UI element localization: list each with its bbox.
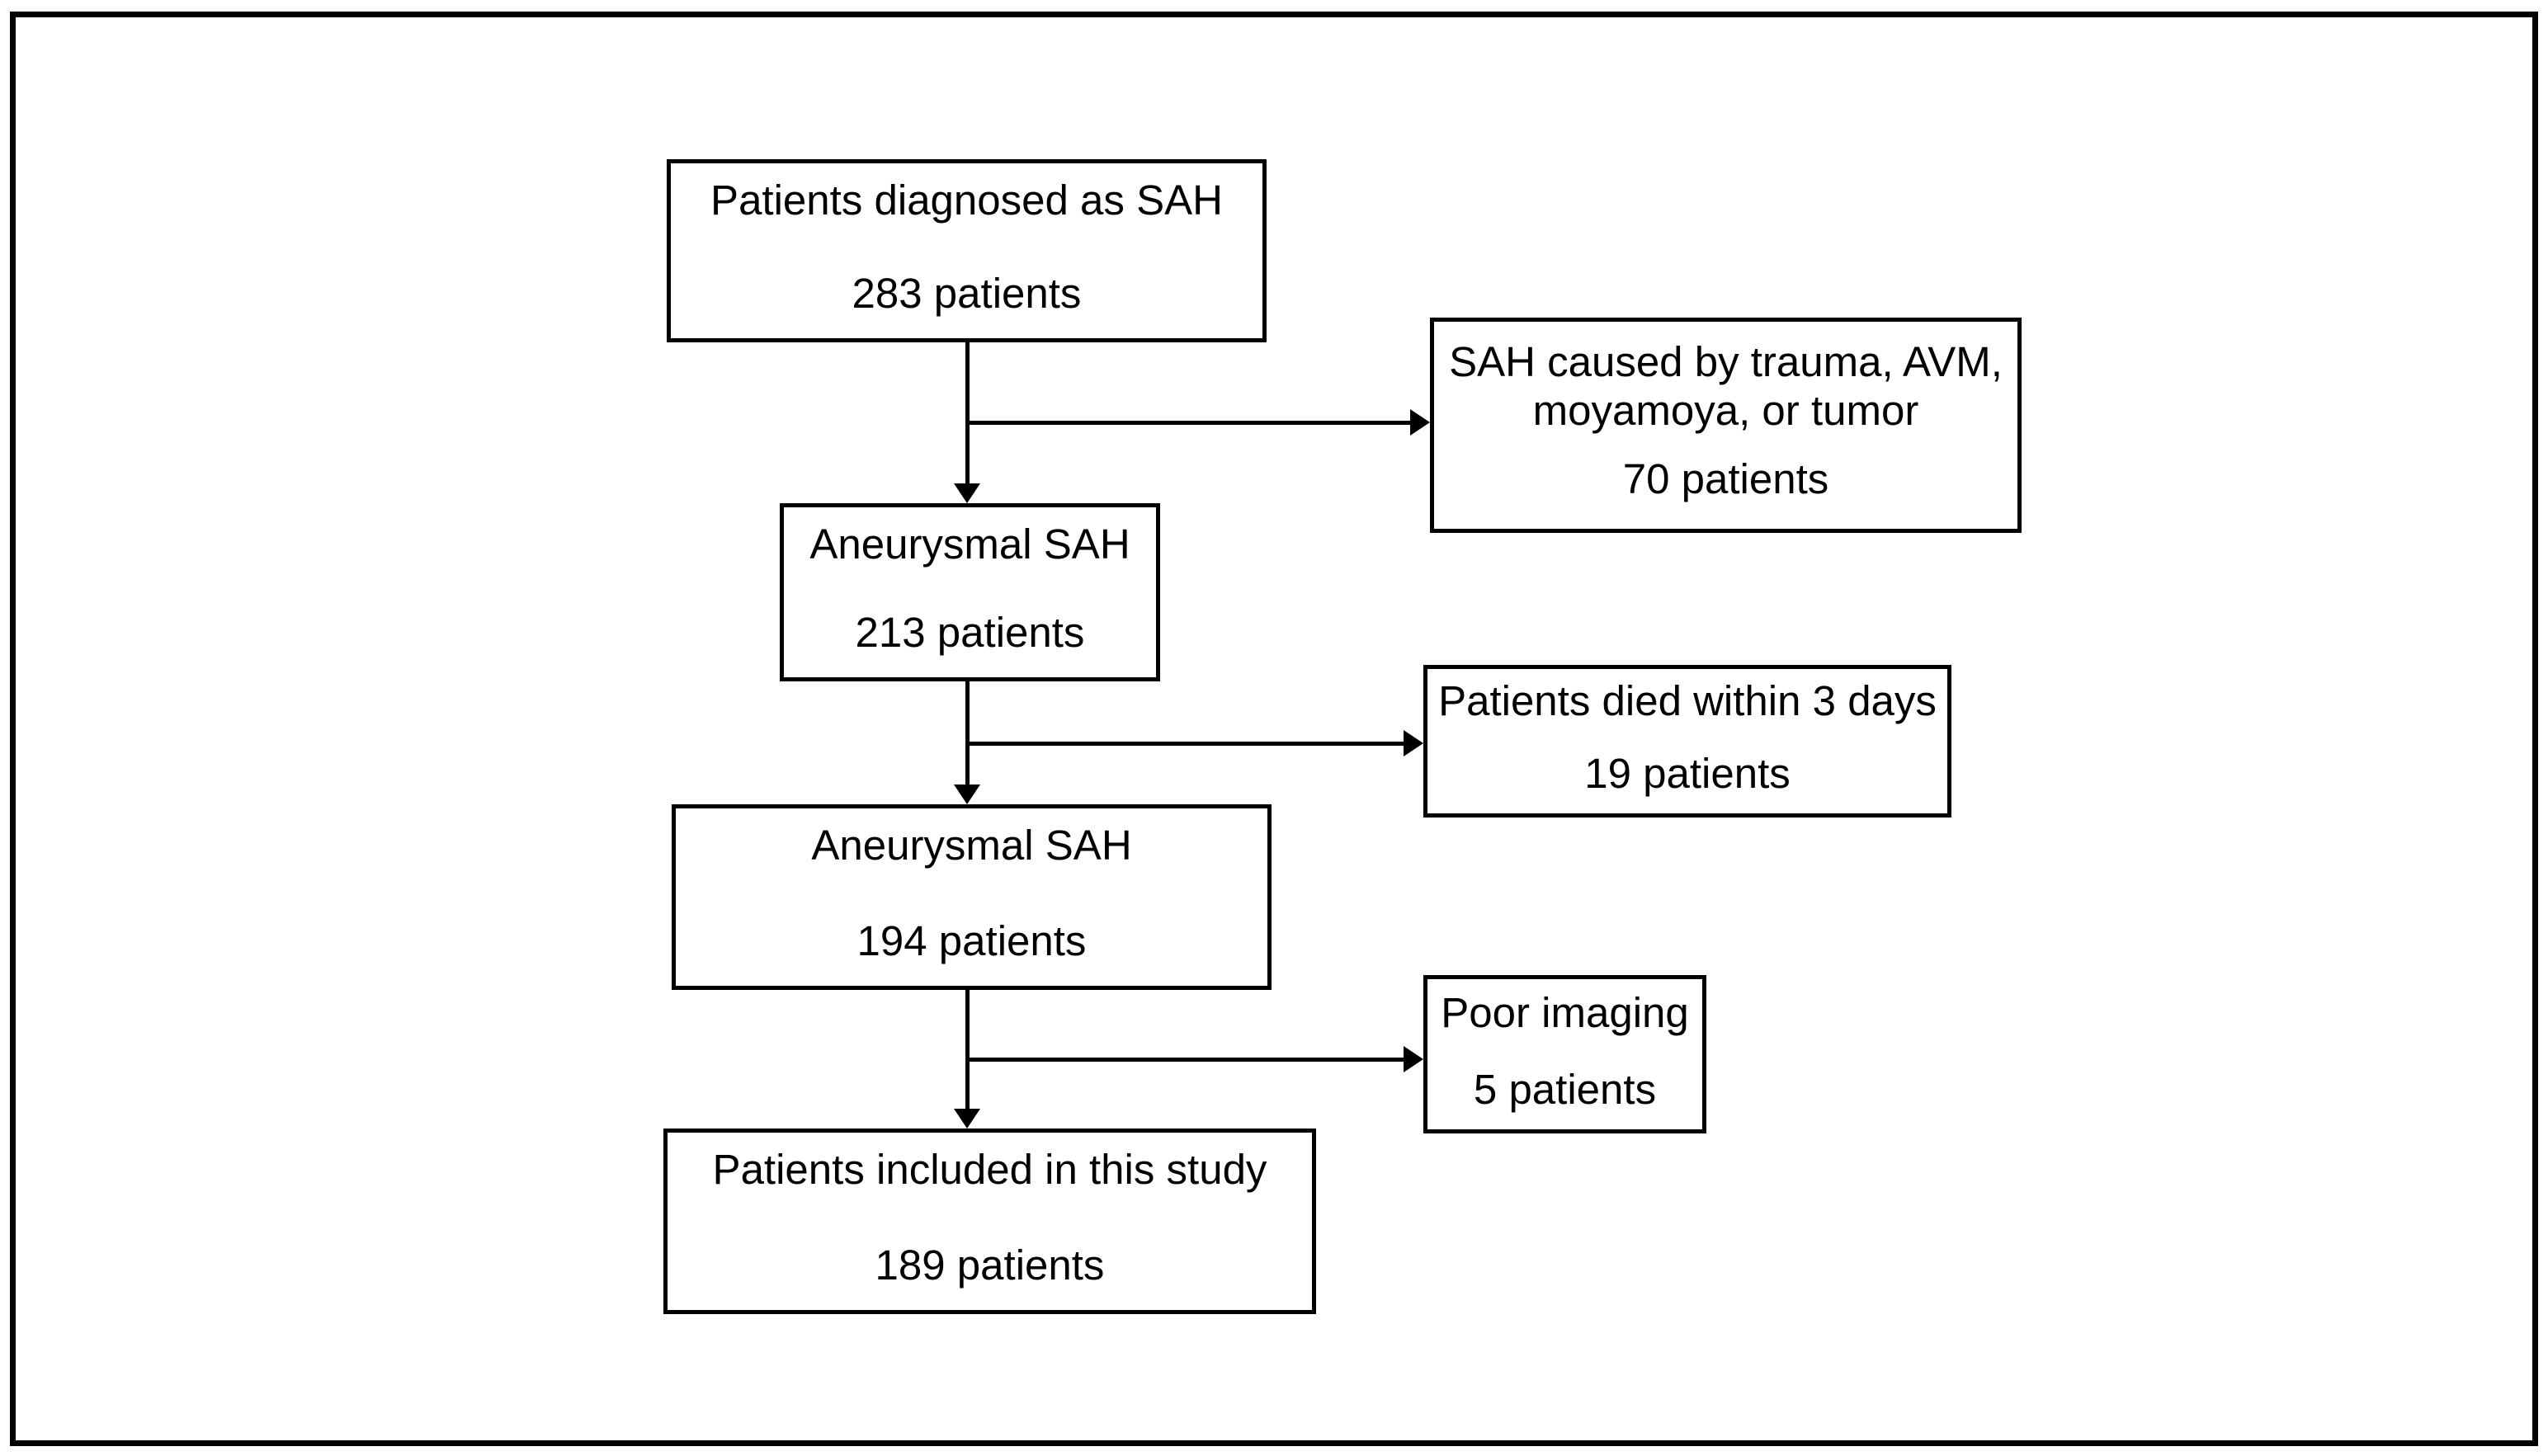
node-count: 19 patients	[1584, 750, 1791, 798]
arrowhead-down-icon	[954, 483, 980, 503]
node-label: Poor imaging	[1441, 989, 1689, 1036]
flow-node-diagnosed-sah: Patients diagnosed as SAH 283 patients	[667, 159, 1267, 342]
arrowhead-right-icon	[1404, 1046, 1423, 1072]
arrowhead-right-icon	[1410, 409, 1430, 436]
node-count: 189 patients	[875, 1242, 1105, 1289]
flow-node-excluded-poor-imaging: Poor imaging 5 patients	[1423, 975, 1706, 1133]
flow-node-aneurysmal-sah-194: Aneurysmal SAH 194 patients	[672, 804, 1272, 990]
node-count: 70 patients	[1622, 455, 1829, 503]
connector-line	[965, 421, 1412, 425]
arrowhead-down-icon	[954, 785, 980, 804]
flow-node-included-in-study: Patients included in this study 189 pati…	[663, 1129, 1316, 1314]
connector-line	[965, 742, 1405, 746]
node-count: 194 patients	[856, 917, 1087, 965]
node-label: SAH caused by trauma, AVM, moyamoya, or …	[1449, 338, 2003, 434]
node-label: Aneurysmal SAH	[811, 822, 1132, 869]
connector-line	[965, 681, 970, 786]
arrowhead-right-icon	[1404, 730, 1423, 756]
flow-node-excluded-died: Patients died within 3 days 19 patients	[1423, 665, 1951, 818]
node-label: Patients diagnosed as SAH	[710, 177, 1223, 224]
flow-node-excluded-trauma: SAH caused by trauma, AVM, moyamoya, or …	[1430, 318, 2022, 533]
figure-border	[10, 12, 2538, 1446]
node-count: 283 patients	[852, 270, 1082, 318]
node-label: Patients included in this study	[712, 1146, 1267, 1193]
connector-line	[965, 342, 970, 487]
node-label: Patients died within 3 days	[1438, 677, 1937, 724]
connector-line	[965, 1058, 1405, 1062]
node-count: 213 patients	[855, 609, 1085, 657]
arrowhead-down-icon	[954, 1109, 980, 1129]
flow-node-aneurysmal-sah-213: Aneurysmal SAH 213 patients	[780, 503, 1160, 681]
node-count: 5 patients	[1473, 1066, 1657, 1114]
connector-line	[965, 990, 970, 1110]
node-label: Aneurysmal SAH	[809, 521, 1130, 568]
